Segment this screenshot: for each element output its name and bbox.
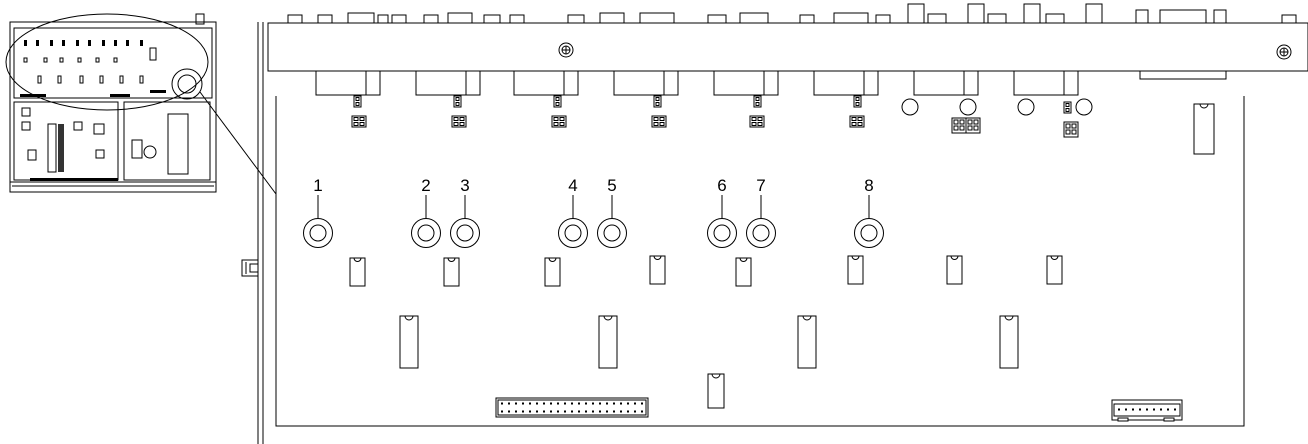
- callout-label-7: 7: [756, 176, 765, 195]
- top-jack-connectors: [287, 3, 1297, 24]
- overview-lower-board: [13, 101, 211, 181]
- jack-bodies: [315, 70, 1227, 96]
- trimmer-6: [707, 218, 737, 248]
- callout-label-6: 6: [717, 176, 726, 195]
- overview-zoom-ellipse: [5, 13, 209, 111]
- jumpers: [351, 95, 1079, 138]
- callout-label-2: 2: [421, 176, 430, 195]
- trimmer-2: [411, 218, 441, 248]
- round-components: [901, 98, 1093, 116]
- overview-knob: [171, 68, 203, 100]
- trimmer-potentiometers: [303, 218, 884, 248]
- ribbon-header-connector: [495, 397, 649, 418]
- callout-label-8: 8: [864, 176, 873, 195]
- callout-labels: 1 2 3 4 5 6 7 8: [313, 176, 873, 195]
- small-header-connector: [1111, 399, 1183, 422]
- callout-label-3: 3: [460, 176, 469, 195]
- ic-top-right: [1193, 103, 1215, 155]
- overview-top-connectors: [20, 40, 166, 97]
- callout-leaders: [317, 195, 870, 218]
- panel-screw-left: [558, 42, 574, 58]
- callout-label-4: 4: [568, 176, 577, 195]
- trimmer-4: [558, 218, 588, 248]
- small-ics: [349, 255, 1063, 287]
- trimmer-5: [597, 218, 627, 248]
- large-ics: [399, 315, 1019, 409]
- overview-chassis: [9, 21, 217, 193]
- main-detail-view: 1 2 3 4 5 6 7 8: [241, 3, 1308, 444]
- trimmer-7: [746, 218, 776, 248]
- zoom-leader-line: [199, 91, 277, 195]
- trimmer-1: [303, 218, 333, 248]
- circuit-board: [275, 96, 1245, 427]
- callout-label-1: 1: [313, 176, 322, 195]
- trimmer-8: [854, 218, 884, 248]
- front-panel-plate: [267, 22, 1308, 72]
- trimmer-3: [450, 218, 480, 248]
- overview-inset: [5, 13, 277, 195]
- panel-screw-right: [1276, 44, 1292, 60]
- callout-label-5: 5: [607, 176, 616, 195]
